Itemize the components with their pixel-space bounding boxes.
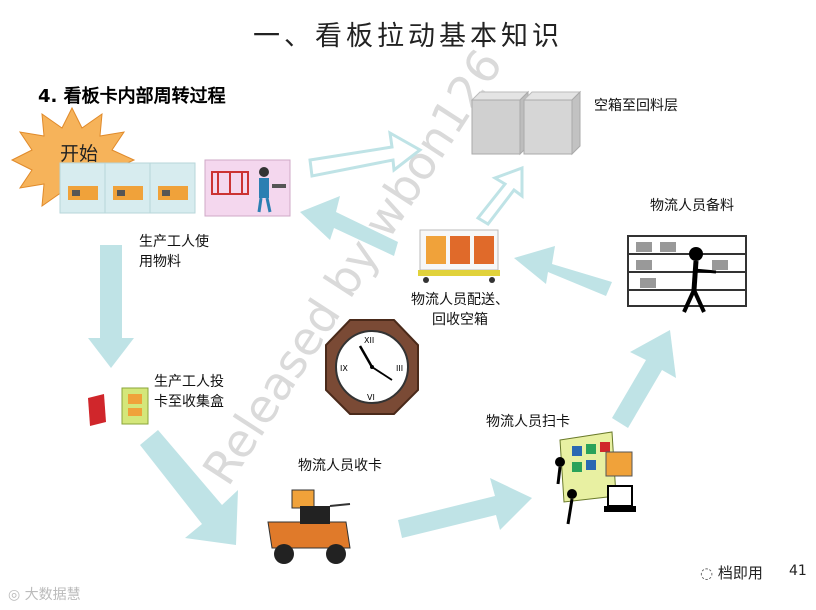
- card-scanning-station: [555, 432, 636, 524]
- wechat-account: ◌ 档即用: [700, 562, 763, 583]
- svg-text:IX: IX: [340, 364, 348, 373]
- arrow-collect-to-scan: [398, 478, 532, 538]
- label-logistics-scan: 物流人员扫卡: [486, 412, 570, 432]
- label-logistics-deliver: 物流人员配送、 回收空箱: [400, 290, 520, 330]
- bottom-watermark: ◎ 大数据慧: [8, 584, 81, 604]
- label-logistics-prepare: 物流人员备料: [650, 196, 734, 216]
- storage-rack-with-picker: [628, 236, 746, 312]
- wechat-label: 档即用: [718, 564, 763, 582]
- label-worker-drop-text: 生产工人投 卡至收集盒: [154, 374, 224, 410]
- card-collection-box: [88, 388, 148, 426]
- arrow-scan-to-prepare: [612, 330, 676, 428]
- clock-icon: XII III VI IX: [326, 320, 418, 414]
- label-logistics-deliver-text: 物流人员配送、 回收空箱: [411, 292, 509, 328]
- bottom-watermark-text: 大数据慧: [25, 587, 81, 603]
- arrow-prepare-to-deliver: [514, 246, 612, 296]
- label-worker-use-text: 生产工人使 用物料: [139, 234, 209, 270]
- wechat-icon: ◌: [700, 564, 713, 582]
- svg-text:XII: XII: [364, 336, 374, 345]
- empty-box-stack: [472, 92, 580, 154]
- label-worker-use: 生产工人使 用物料: [139, 232, 209, 272]
- svg-text:VI: VI: [367, 393, 375, 402]
- label-logistics-collect: 物流人员收卡: [298, 456, 382, 476]
- delivery-cart: [418, 230, 500, 283]
- production-line-bins: [60, 163, 195, 213]
- start-label: 开始: [60, 143, 98, 165]
- label-empty-box: 空箱至回料层: [594, 96, 678, 116]
- tug-vehicle: [268, 490, 350, 564]
- arrow-deliver-to-empty-box: [478, 168, 522, 224]
- worker-workstation: [205, 160, 290, 216]
- svg-text:III: III: [396, 364, 403, 373]
- label-worker-drop: 生产工人投 卡至收集盒: [154, 372, 224, 412]
- camera-icon: ◎: [8, 587, 20, 603]
- arrow-use-to-drop: [88, 245, 134, 368]
- page-number: 41: [789, 563, 807, 579]
